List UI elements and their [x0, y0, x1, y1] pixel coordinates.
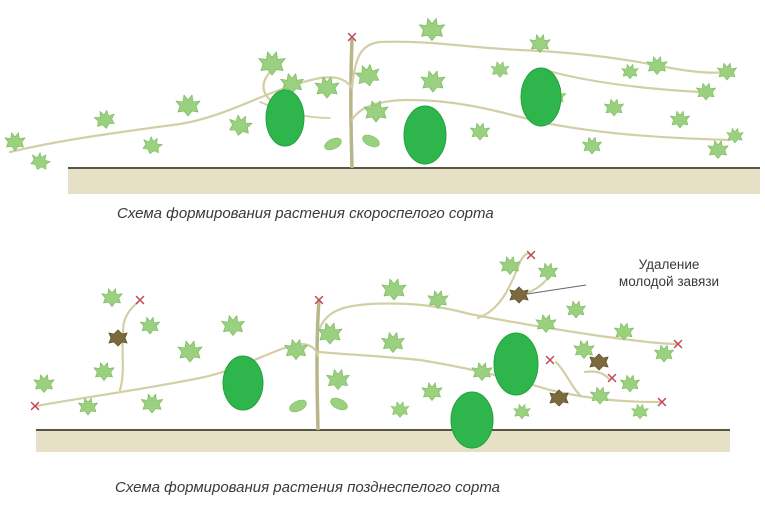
- vine: [554, 360, 582, 397]
- leaf-icon: [499, 256, 521, 275]
- cross-mark-icon: [607, 373, 617, 383]
- leaf-icon: [566, 300, 586, 319]
- leaf-icon: [314, 76, 340, 99]
- stem-leaf: [362, 134, 380, 148]
- leaf-icon: [529, 34, 551, 53]
- leaf-icon: [538, 262, 558, 281]
- leaf-icon: [490, 61, 510, 78]
- watermelon-icon: [403, 105, 447, 165]
- cross-mark-icon: [30, 401, 40, 411]
- watermelon-icon: [450, 391, 494, 449]
- caption-late-variety: Схема формирования растения позднеспелог…: [115, 479, 501, 496]
- leaf-icon: [101, 288, 123, 307]
- caption-early-variety: Схема формирования растения скороспелого…: [117, 205, 494, 222]
- leaf-icon: [620, 374, 640, 393]
- leaf-icon: [604, 98, 624, 117]
- leaf-icon: [30, 152, 51, 170]
- leaf-icon: [317, 322, 343, 345]
- leaf-icon: [93, 109, 115, 129]
- early-variety-scheme: [4, 18, 760, 194]
- ovary-icon: [509, 286, 529, 304]
- leaf-icon: [221, 315, 245, 336]
- vine: [118, 300, 140, 392]
- vine: [350, 98, 732, 142]
- ovary-icon: [549, 389, 569, 407]
- leaf-icon: [140, 316, 160, 335]
- leaf-icon: [631, 404, 649, 420]
- leaf-icon: [726, 128, 744, 144]
- leaf-icon: [363, 100, 389, 123]
- leaf-icon: [258, 51, 286, 76]
- leaf-icon: [717, 62, 737, 81]
- cross-mark-icon: [347, 32, 357, 42]
- leaf-icon: [229, 114, 253, 136]
- leaf-icon: [471, 362, 493, 381]
- leaf-icon: [93, 362, 115, 381]
- ovary-icon: [589, 353, 609, 371]
- main-stem: [349, 37, 354, 169]
- leaf-icon: [535, 314, 557, 333]
- leaf-icon: [280, 73, 304, 94]
- leaf-icon: [696, 82, 716, 101]
- leaf-icon: [654, 344, 674, 363]
- leaf-icon: [33, 374, 55, 393]
- leaf-icon: [140, 393, 164, 414]
- leaf-icon: [582, 136, 602, 155]
- cross-mark-icon: [545, 355, 555, 365]
- ovary-icon: [108, 329, 128, 347]
- leaf-icon: [78, 397, 98, 416]
- leaf-icon: [621, 64, 639, 80]
- stem-leaf: [330, 397, 348, 411]
- late-variety-scheme: [30, 250, 730, 452]
- leaf-icon: [326, 369, 350, 390]
- leaf-icon: [427, 290, 449, 309]
- stem-leaf: [289, 399, 307, 413]
- main-stem: [315, 299, 321, 431]
- stem-leaf: [324, 137, 342, 151]
- vine: [543, 68, 702, 94]
- watermelon-icon: [265, 89, 305, 147]
- leaf-icon: [381, 278, 407, 301]
- vine: [350, 40, 727, 90]
- leaf-icon: [4, 132, 26, 151]
- leaf-icon: [573, 340, 595, 359]
- ovary-removal-label: Удаление молодой завязи: [589, 256, 749, 290]
- ground-strip: [36, 430, 730, 452]
- cross-mark-icon: [673, 339, 683, 349]
- cross-mark-icon: [657, 397, 667, 407]
- watermelon-icon: [520, 67, 562, 127]
- leaf-icon: [590, 386, 610, 405]
- watermelon-icon: [222, 355, 264, 411]
- leaf-icon: [354, 64, 380, 87]
- ovary-removal-label-line1: Удаление: [638, 257, 700, 272]
- callout-pointer: [526, 284, 587, 295]
- vine: [317, 302, 680, 346]
- leaf-icon: [670, 110, 690, 129]
- leaf-icon: [390, 401, 410, 418]
- watermelon-icon: [493, 332, 539, 396]
- leaf-icon: [646, 56, 668, 75]
- cross-mark-icon: [314, 295, 324, 305]
- cross-mark-icon: [526, 250, 536, 260]
- cross-mark-icon: [135, 295, 145, 305]
- leaf-icon: [381, 332, 405, 353]
- leaf-icon: [707, 140, 729, 159]
- vine: [34, 342, 320, 408]
- leaf-icon: [421, 382, 443, 401]
- leaf-icon: [420, 70, 446, 93]
- ground-strip: [68, 168, 760, 194]
- leaf-icon: [175, 94, 201, 117]
- leaf-icon: [284, 339, 308, 360]
- leaf-icon: [513, 404, 531, 420]
- vine: [583, 370, 612, 382]
- leaf-icon: [142, 136, 163, 155]
- leaf-icon: [177, 340, 203, 363]
- leaf-icon: [470, 122, 490, 141]
- ovary-removal-label-line2: молодой завязи: [618, 274, 720, 289]
- leaf-icon: [614, 322, 634, 341]
- leaf-icon: [418, 18, 446, 41]
